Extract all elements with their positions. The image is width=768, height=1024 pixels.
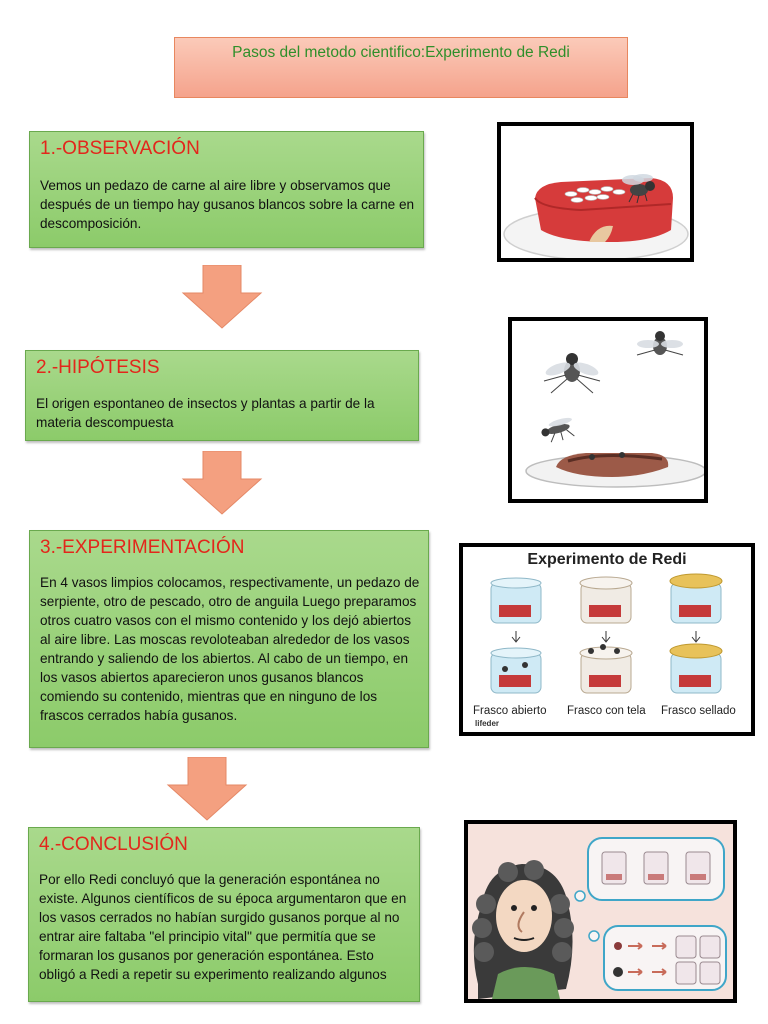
down-arrow-icon xyxy=(166,757,248,821)
redi-jars-illustration: Experimento de Redi xyxy=(459,543,755,736)
step-observacion: 1.-OBSERVACIÓN Vemos un pedazo de carne … xyxy=(29,131,424,248)
step-text: Vemos un pedazo de carne al aire libre y… xyxy=(40,178,415,231)
step-hipotesis: 2.-HIPÓTESIS El origen espontaneo de ins… xyxy=(25,350,419,441)
down-arrow-icon xyxy=(181,451,263,515)
step-text: El origen espontaneo de insectos y plant… xyxy=(36,396,375,430)
flies-over-meat-icon xyxy=(525,331,704,488)
step-experimentacion: 3.-EXPERIMENTACIÓN En 4 vasos limpios co… xyxy=(29,530,429,748)
step-text: Por ello Redi concluyó que la generación… xyxy=(39,872,407,982)
step-conclusion: 4.-CONCLUSIÓN Por ello Redi concluyó que… xyxy=(28,827,420,1002)
meat-with-maggots-and-fly-icon xyxy=(503,174,689,258)
down-arrow-icon xyxy=(181,265,263,329)
step-text: En 4 vasos limpios colocamos, respectiva… xyxy=(40,575,420,723)
redi-figure-title: Experimento de Redi xyxy=(527,551,687,568)
step-heading: 1.-OBSERVACIÓN xyxy=(40,138,200,159)
meat-with-maggots-and-fly-illustration xyxy=(497,122,694,262)
redi-scientist-cartoon xyxy=(464,820,737,1003)
step-heading: 3.-EXPERIMENTACIÓN xyxy=(40,537,245,558)
step-heading: 2.-HIPÓTESIS xyxy=(36,357,160,378)
redi-label-sealed: Frasco sellado xyxy=(661,705,736,717)
redi-label-open: Frasco abierto xyxy=(473,705,547,717)
redi-jars-icon xyxy=(490,573,723,694)
page-title: Pasos del metodo cientifico:Experimento … xyxy=(232,44,570,61)
lifeder-logo: lifeder xyxy=(475,719,500,728)
redi-label-cloth: Frasco con tela xyxy=(567,705,646,717)
flies-over-meat-illustration xyxy=(508,317,708,503)
redi-scientist-icon xyxy=(468,824,733,999)
step-heading: 4.-CONCLUSIÓN xyxy=(39,834,188,855)
title-box: Pasos del metodo cientifico:Experimento … xyxy=(174,37,628,98)
